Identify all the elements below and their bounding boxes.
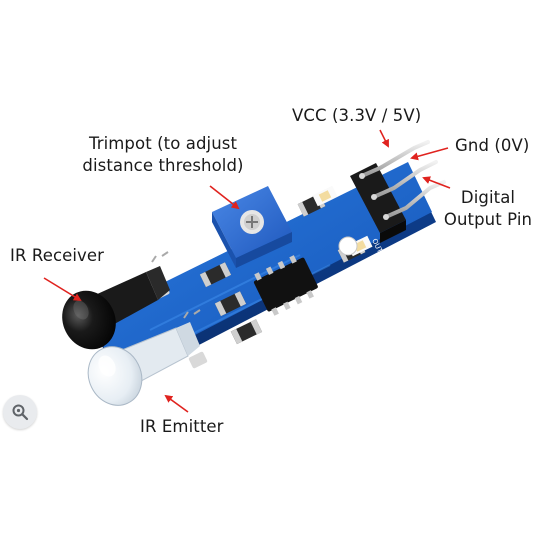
comparator-ic	[253, 255, 318, 316]
ir-emitter-led	[87, 309, 201, 406]
trimpot-label-line1: Trimpot (to adjust	[88, 134, 238, 153]
digital-arrow	[422, 176, 451, 189]
ir-receiver-label: IR Receiver	[10, 246, 105, 265]
image-search-icon	[12, 404, 29, 421]
ir-receiver-led	[62, 251, 170, 350]
smd-components	[199, 193, 366, 345]
vcc-label: VCC (3.3V / 5V)	[292, 106, 422, 125]
digital-output-line2: Output Pin	[443, 210, 533, 229]
trimpot-label-line2: distance threshold)	[82, 156, 244, 175]
trimpot-label: Trimpot (to adjust distance threshold)	[78, 133, 248, 177]
vcc-arrow	[379, 129, 389, 148]
gnd-arrow	[410, 147, 449, 161]
digital-output-line1: Digital	[460, 188, 516, 207]
digital-output-label: Digital Output Pin	[438, 187, 538, 231]
callout-arrows	[43, 129, 451, 413]
gnd-label: Gnd (0V)	[455, 136, 530, 155]
mounting-hole	[338, 236, 358, 256]
ir-emitter-arrow	[164, 394, 189, 413]
image-search-button[interactable]	[3, 395, 37, 429]
trimpot-arrow	[209, 185, 240, 210]
header-pins	[350, 140, 446, 243]
ir-emitter-label: IR Emitter	[140, 417, 224, 436]
ir-receiver-arrow	[43, 277, 82, 302]
